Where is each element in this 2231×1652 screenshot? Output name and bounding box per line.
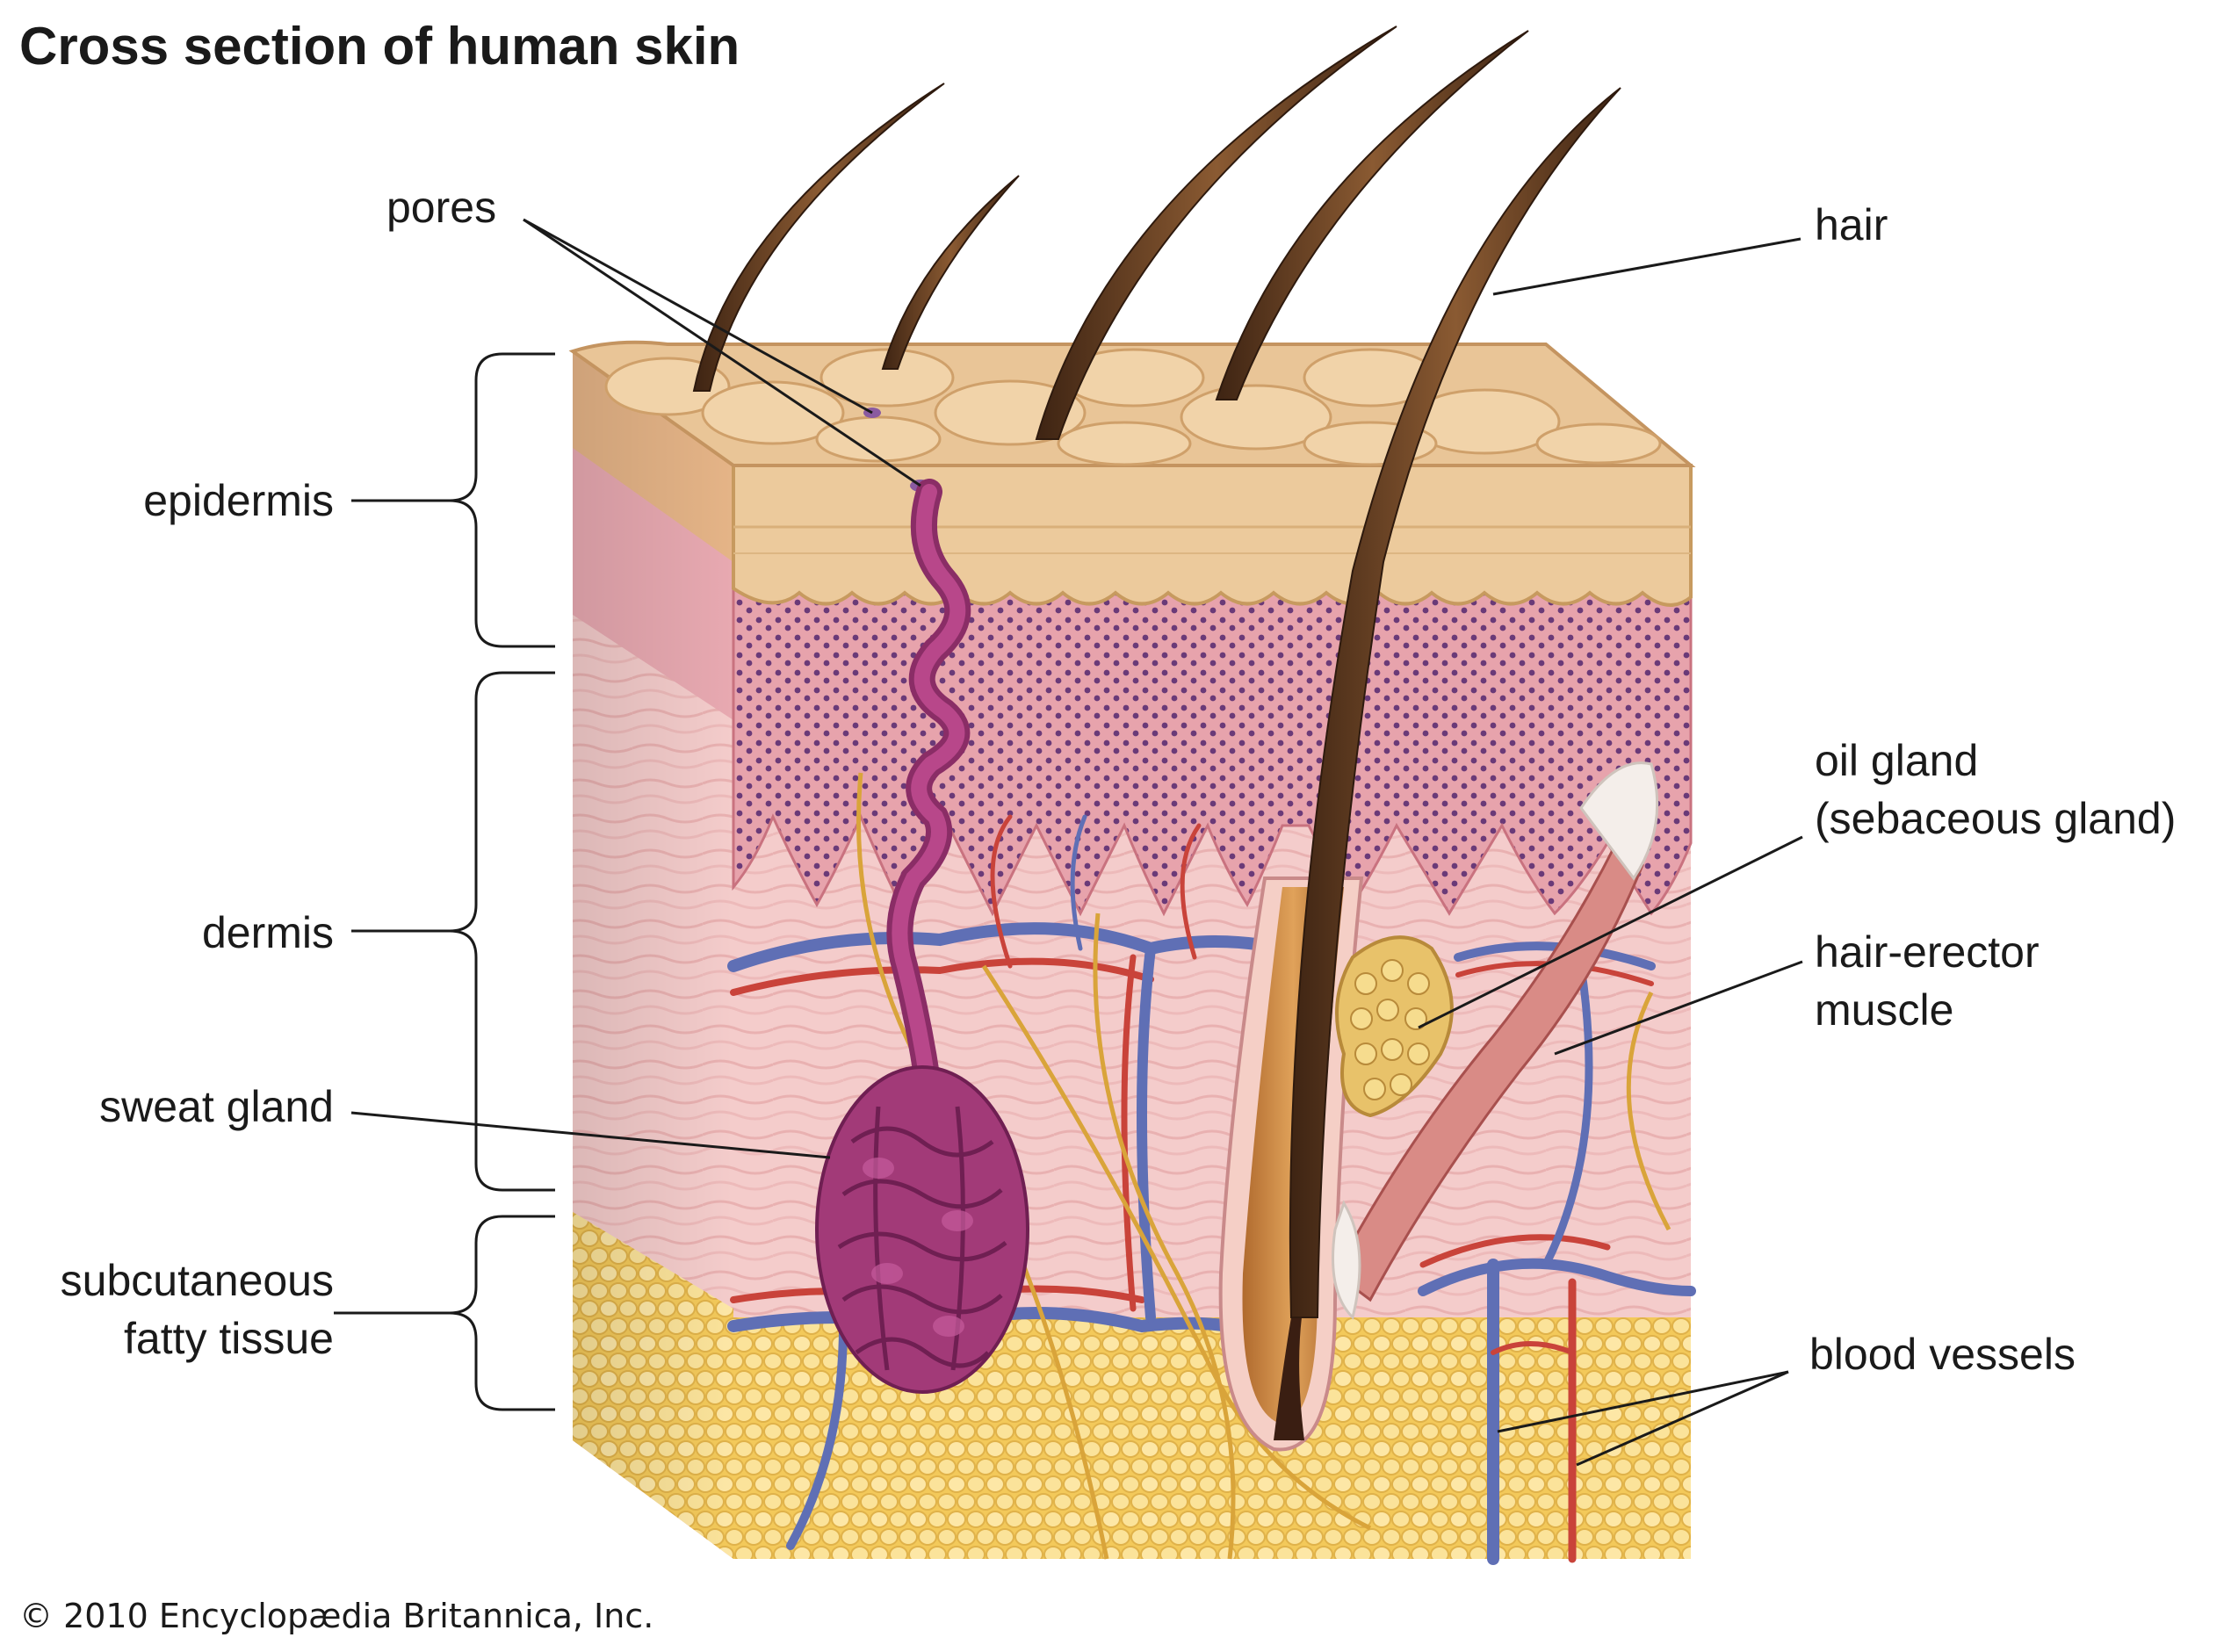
label-oil-gland-1: oil gland [1815,736,1979,785]
pointer-pores-1 [523,218,873,415]
pointer-blood-vessels-1 [1497,1370,1789,1433]
label-sweat-gland: sweat gland [99,1082,334,1131]
label-hair-erector-2: muscle [1815,985,1954,1035]
pointer-lines [350,218,1803,1467]
bracket-epidermis [449,352,555,648]
label-subcutaneous-1: subcutaneous [60,1256,334,1305]
label-blood-vessels: blood vessels [1809,1330,2076,1379]
label-subcutaneous-2: fatty tissue [124,1314,334,1363]
pointer-hair [1492,237,1801,296]
copyright-credit: © 2010 Encyclopædia Britannica, Inc. [19,1597,654,1635]
pointer-oil-gland [1418,835,1803,1029]
pointer-blood-vessels-2 [1576,1370,1789,1467]
bracket-dermis [449,671,555,1192]
sweat-gland [815,479,1029,1394]
label-hair: hair [1815,200,1888,249]
bracket-subcutaneous [449,1215,555,1411]
label-epidermis: epidermis [143,476,334,525]
epidermal-cell-layer [732,569,1693,917]
diagram-title: Cross section of human skin [19,17,740,76]
label-oil-gland-2: (sebaceous gland) [1815,794,2177,843]
pointer-sweat-gland [350,1111,831,1159]
label-hair-erector-1: hair-erector [1815,927,2040,977]
blood-vessel-network [727,814,1696,1565]
label-dermis: dermis [201,908,334,957]
oil-gland [1335,935,1454,1118]
hair-erector-muscle [1332,761,1659,1320]
block-left-face [573,351,733,1559]
epidermis-band [732,464,1693,607]
pointer-pores-2 [523,218,921,487]
layer-brackets [334,352,555,1411]
pointer-hair-erector [1554,960,1803,1056]
hair-strands [692,25,1621,1318]
label-pores: pores [386,183,497,232]
